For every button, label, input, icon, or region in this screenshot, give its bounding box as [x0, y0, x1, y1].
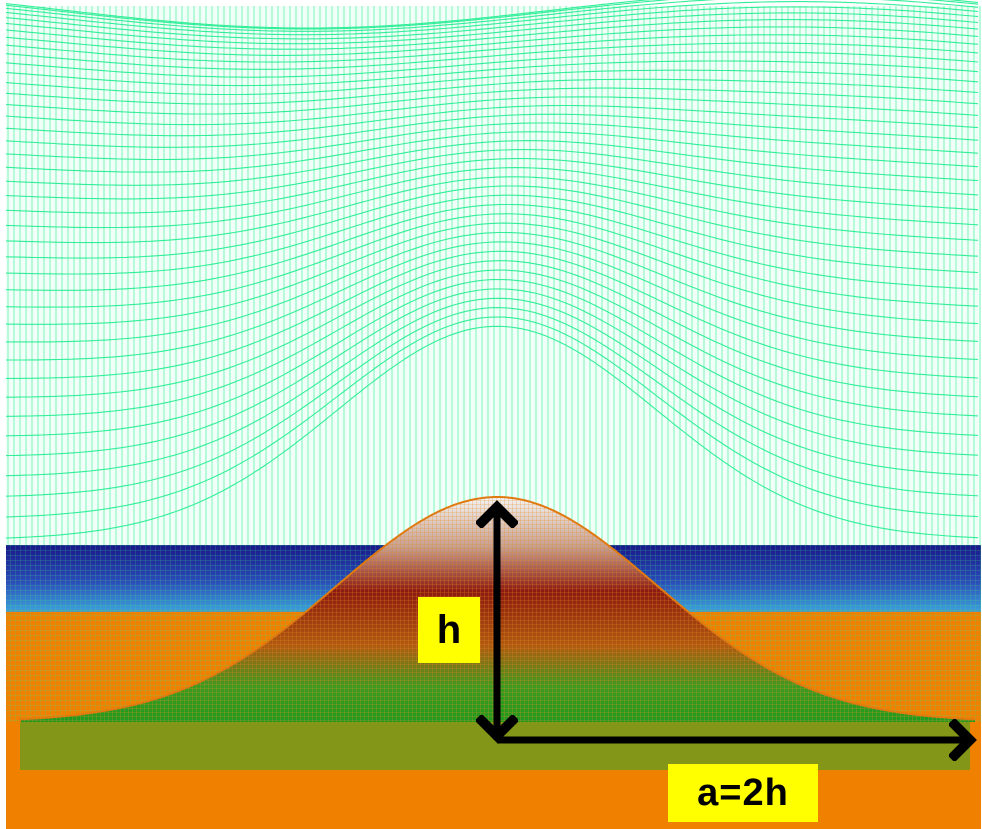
mesh-line-horizontal: [5, 6, 979, 40]
mesh-line-horizontal: [5, 1, 979, 36]
mesh-line-horizontal: [5, 131, 979, 173]
mesh-line-horizontal: [5, 122, 979, 161]
mesh-line-horizontal: [5, 12, 979, 45]
mesh-line-horizontal: [6, 269, 979, 417]
mesh-line-horizontal: [5, 316, 979, 518]
mesh-line-horizontal: [5, 149, 979, 200]
mesh-line-horizontal: [5, 104, 979, 137]
upper-mesh-background: [6, 6, 981, 546]
mesh-line-horizontal: [5, 278, 979, 437]
mesh-line-horizontal: [5, 0, 979, 32]
mesh-line-horizontal: [5, 203, 979, 291]
mesh-line-horizontal: [5, 87, 979, 115]
mesh-line-horizontal: [5, 167, 979, 229]
mesh-line-horizontal: [5, 42, 979, 70]
height-label: h: [418, 597, 480, 663]
mesh-line-horizontal: [5, 78, 979, 105]
mesh-line-horizontal: [5, 176, 979, 244]
mesh-line-horizontal: [5, 69, 979, 96]
mesh-line-horizontal: [5, 0, 979, 30]
mesh-line-horizontal: [6, 241, 979, 361]
mesh-line-horizontal: [5, 185, 979, 259]
mesh-line-horizontal: [5, 0, 979, 29]
mesh-line-horizontal: [6, 231, 979, 343]
mesh-line-horizontal: [5, 194, 979, 275]
mesh-line-horizontal: [5, 297, 979, 477]
mesh-line-horizontal: [5, 113, 979, 148]
mesh-line-horizontal: [5, 26, 979, 56]
mesh-line-horizontal: [5, 60, 979, 87]
hill-outline: [19, 496, 976, 722]
mesh-line-horizontal: [5, 34, 979, 63]
mesh-line-horizontal: [5, 51, 979, 78]
mesh-line-horizontal: [5, 19, 979, 50]
mesh-line-horizontal: [6, 260, 979, 398]
mesh-line-horizontal: [5, 213, 979, 308]
mesh-line-horizontal: [6, 250, 979, 379]
mesh-line-horizontal: [5, 96, 979, 126]
mesh-line-horizontal: [5, 158, 979, 214]
mesh-line-horizontal: [5, 307, 979, 497]
half-width-label: a=2h: [668, 764, 818, 822]
bottom-ground: [6, 770, 981, 829]
mesh-line-horizontal: [5, 140, 979, 186]
mesh-line-horizontal: [5, 222, 979, 325]
mesh-line-horizontal: [5, 288, 979, 457]
mesh-grid: [5, 0, 981, 545]
mesh-line-horizontal: [5, 325, 979, 539]
